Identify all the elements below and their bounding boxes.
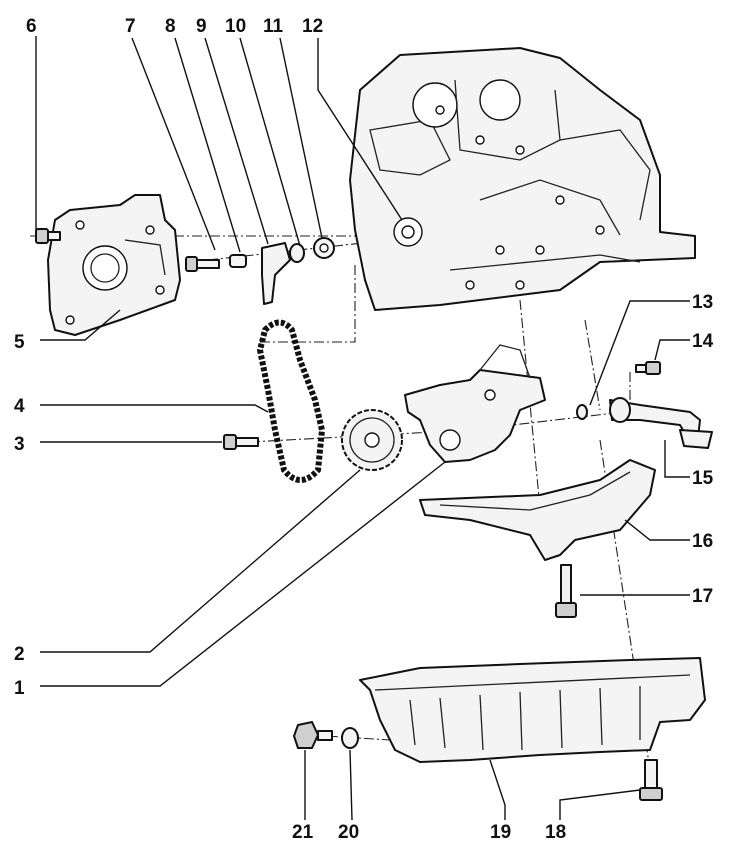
callout-11: 11: [263, 16, 284, 37]
callout-13: 13: [692, 292, 713, 313]
oil-pickup-pipe-15: [609, 397, 713, 449]
callout-20: 20: [338, 822, 359, 843]
callout-12: 12: [302, 16, 323, 37]
callout-19: 19: [490, 822, 511, 843]
bolt-7: [185, 256, 220, 272]
callout-17: 17: [692, 586, 713, 607]
bolt-18: [639, 759, 663, 801]
callout-3: 3: [14, 434, 25, 455]
sleeve-8: [229, 254, 247, 268]
baffle-plate-16: [419, 459, 656, 561]
callout-15: 15: [692, 468, 714, 489]
callout-5: 5: [14, 332, 25, 353]
drain-plug-21: [292, 720, 333, 749]
engine-block: [349, 47, 696, 311]
seal-washer-20: [341, 727, 359, 749]
callout-8: 8: [165, 16, 176, 37]
callout-6: 6: [26, 16, 37, 37]
oil-pump-1: [404, 344, 546, 463]
callout-21: 21: [292, 822, 314, 843]
callout-16: 16: [692, 531, 713, 552]
bolt-3: [223, 434, 259, 450]
callout-10: 10: [225, 16, 246, 37]
tensioner-9: [261, 242, 291, 305]
bolt-14: [635, 361, 661, 375]
callout-7: 7: [125, 16, 136, 37]
oil-pan-19: [359, 657, 706, 763]
callout-1: 1: [14, 678, 25, 699]
callout-4: 4: [14, 396, 25, 417]
timing-chain-4: [256, 319, 326, 483]
bolt-6: [35, 228, 61, 244]
bolt-17: [555, 564, 577, 618]
callout-2: 2: [14, 644, 25, 665]
o-ring-13: [576, 404, 588, 420]
washer-10: [289, 243, 305, 263]
callout-labels: 6 7 8 9 10 11 12 5 4 3 2 1 13 14 15 16 1…: [14, 16, 714, 843]
callout-18: 18: [545, 822, 566, 843]
sprocket-2: [341, 409, 403, 471]
callout-9: 9: [196, 16, 207, 37]
front-cover-housing: [47, 194, 181, 336]
leader-lines: [35, 36, 690, 821]
seal-11: [313, 237, 335, 259]
callout-14: 14: [692, 331, 714, 352]
